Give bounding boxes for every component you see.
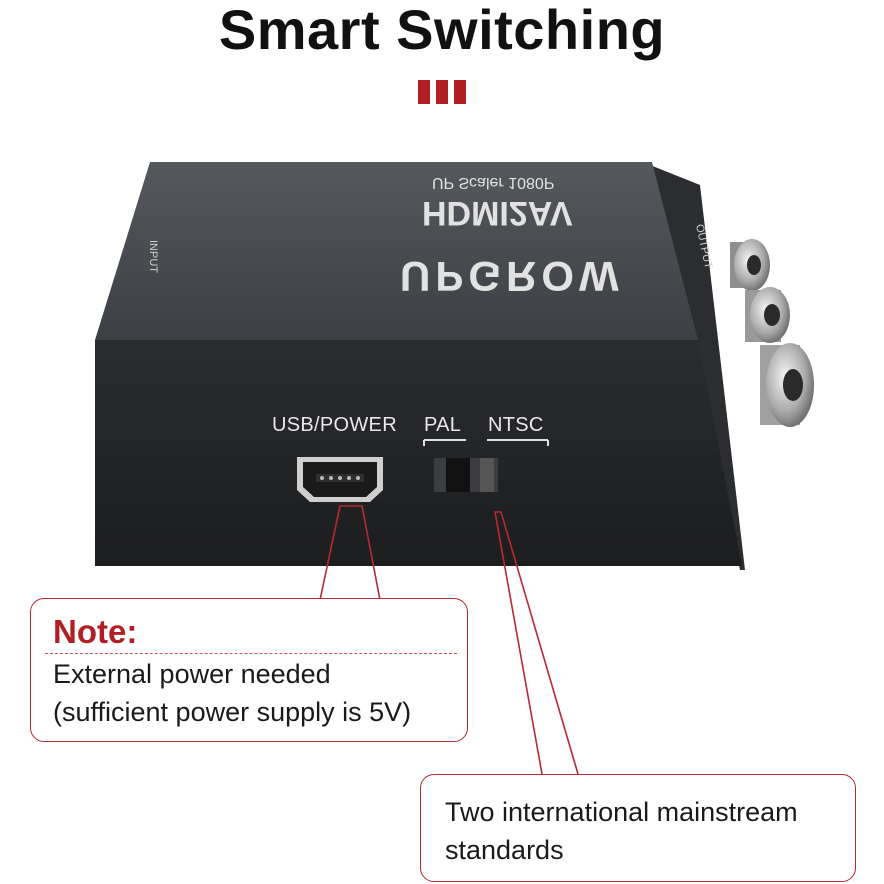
standards-line1: Two international mainstream (445, 797, 798, 827)
ntsc-label: NTSC (488, 414, 544, 436)
model-name: HDMI2AV (422, 194, 573, 232)
pal-ntsc-switch (434, 458, 498, 492)
note-divider (45, 653, 457, 654)
device-top (95, 162, 698, 340)
callout-leaders (319, 505, 579, 775)
note-callout: Note: External power needed (sufficient … (30, 598, 468, 742)
brand-logo: UPGROW (400, 253, 624, 300)
note-title: Note: (53, 613, 138, 650)
note-line1: External power needed (53, 659, 331, 689)
standards-callout: Two international mainstream standards (420, 774, 856, 882)
accent-bars (418, 80, 466, 104)
input-label: INPUT (147, 240, 159, 273)
usb-power-label: USB/POWER (272, 414, 397, 436)
device-front (95, 340, 742, 566)
standards-line2: standards (445, 835, 564, 865)
usb-power-port (297, 457, 383, 502)
pal-label: PAL (424, 414, 462, 436)
note-line2: (sufficient power supply is 5V) (53, 697, 412, 727)
page-title: Smart Switching (218, 0, 666, 61)
rca-output-connectors (730, 239, 814, 427)
model-subtitle: UP Scaler 1080P (432, 174, 554, 191)
